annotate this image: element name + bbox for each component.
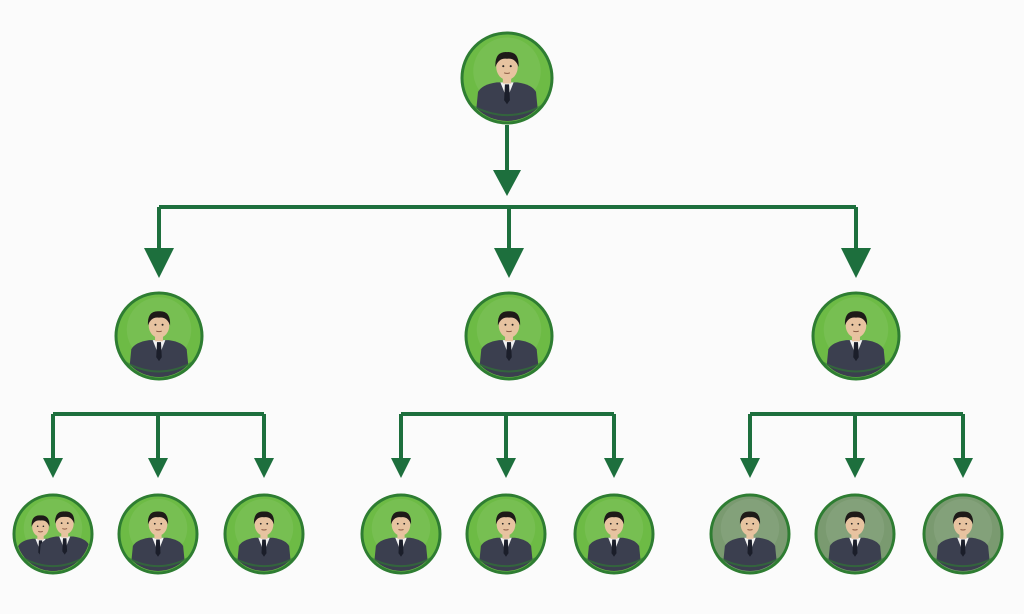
node-staff-2-1	[360, 493, 442, 575]
node-staff-1-2	[117, 493, 199, 575]
person-icon	[722, 511, 778, 571]
arrowhead-manager-1	[144, 248, 174, 278]
arrowhead-root	[493, 170, 521, 196]
node-root	[460, 31, 554, 125]
person-icon	[128, 311, 190, 377]
arrowhead-staff-1-2	[148, 458, 168, 478]
node-staff-3-2	[814, 493, 896, 575]
node-staff-1-1	[12, 493, 94, 575]
arrowhead-manager-3	[841, 248, 871, 278]
node-manager-2	[464, 291, 554, 381]
person-icon	[130, 511, 186, 571]
arrowhead-staff-2-1	[391, 458, 411, 478]
node-staff-2-2	[465, 493, 547, 575]
arrowhead-staff-1-3	[254, 458, 274, 478]
arrowhead-staff-3-1	[740, 458, 760, 478]
arrowhead-manager-2	[494, 248, 524, 278]
arrowhead-staff-3-2	[845, 458, 865, 478]
node-staff-2-3	[573, 493, 655, 575]
person-icon	[236, 511, 292, 571]
person-icon	[474, 52, 540, 121]
person-icon	[827, 511, 883, 571]
person-icon	[825, 311, 887, 377]
arrowhead-staff-1-1	[43, 458, 63, 478]
arrowhead-staff-2-3	[604, 458, 624, 478]
node-manager-3	[811, 291, 901, 381]
node-staff-3-3	[922, 493, 1004, 575]
arrowhead-staff-2-2	[496, 458, 516, 478]
person-icon	[373, 511, 429, 571]
arrowhead-staff-3-3	[953, 458, 973, 478]
person-icon	[478, 511, 534, 571]
person-icon	[935, 511, 991, 571]
person-icon	[586, 511, 642, 571]
node-manager-1	[114, 291, 204, 381]
node-staff-1-3	[223, 493, 305, 575]
person-icon	[478, 311, 540, 377]
node-staff-3-1	[709, 493, 791, 575]
